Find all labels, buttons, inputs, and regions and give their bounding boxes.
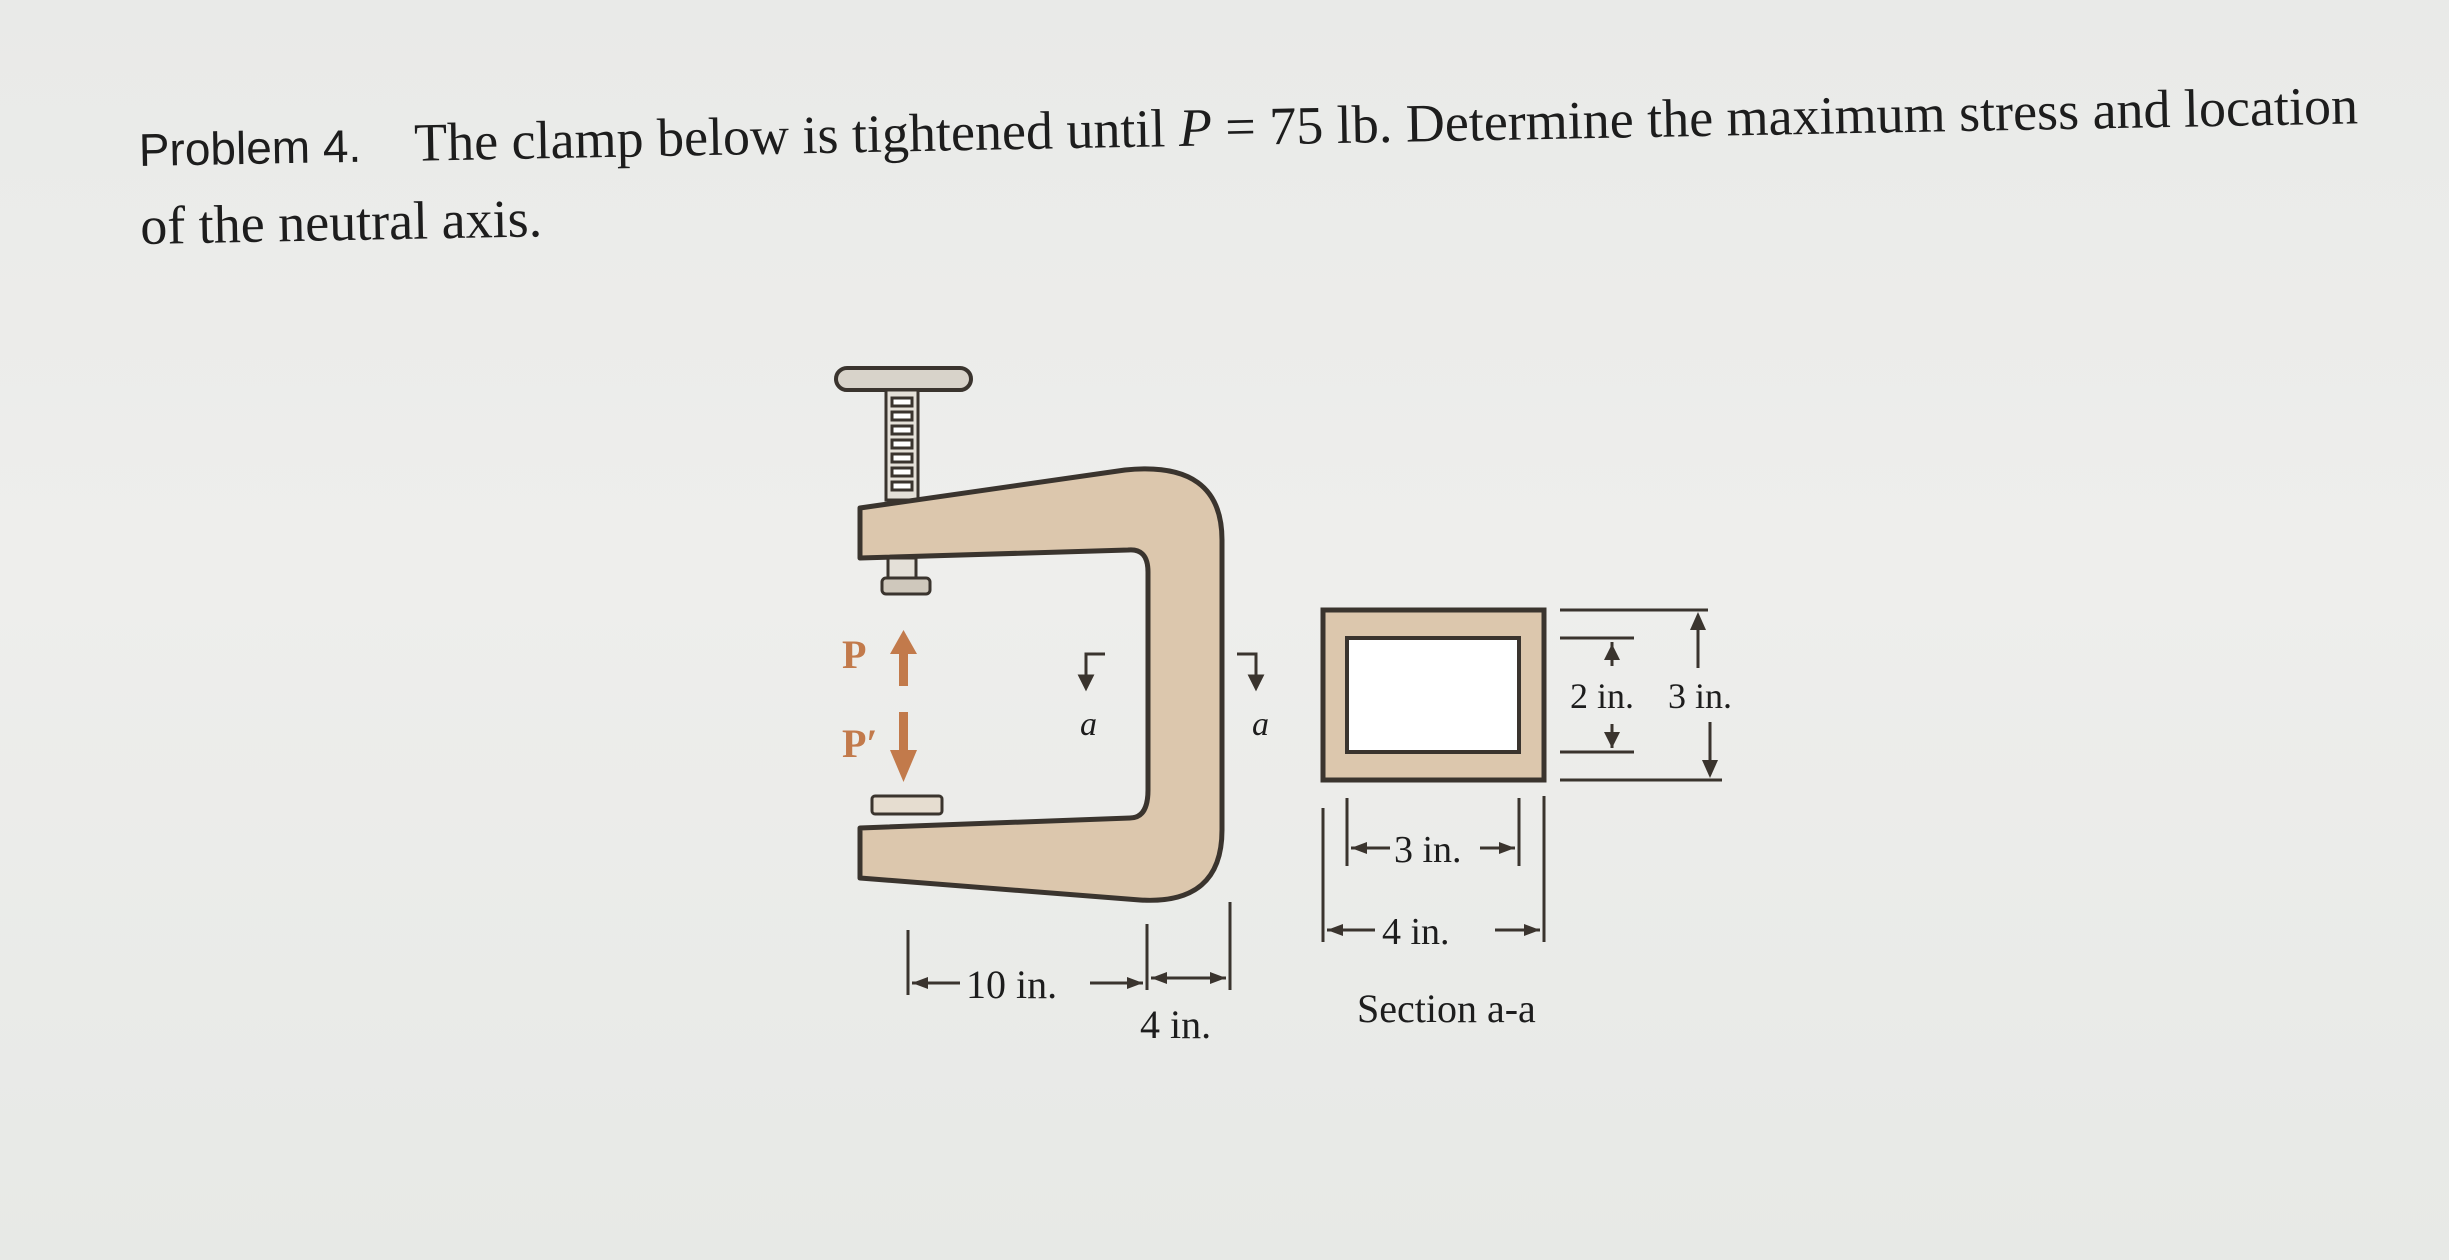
force-arrow-up <box>890 630 917 686</box>
screw-tip <box>880 576 932 596</box>
dimension-10-in: 10 in. <box>966 962 1057 1007</box>
jaw-pad <box>870 794 944 816</box>
section-marker-right <box>1237 652 1265 692</box>
force-label-p: P <box>842 632 866 677</box>
clamp-body <box>857 466 1225 903</box>
dimension-4-in: 4 in. <box>1140 1002 1211 1047</box>
section-caption: Section a-a <box>1357 986 1536 1031</box>
dimension-lines-section <box>1321 608 1722 942</box>
dimension-lines-clamp <box>906 902 1232 995</box>
section-mark-right: a <box>1252 706 1269 743</box>
section-marker-left <box>1077 652 1105 692</box>
force-arrow-down <box>890 712 917 782</box>
section-inner-width: 3 in. <box>1394 829 1462 871</box>
section-outer-height: 3 in. <box>1668 676 1732 716</box>
section-inner-rect <box>1345 636 1521 754</box>
section-inner-height: 2 in. <box>1570 676 1634 716</box>
section-outer-width: 4 in. <box>1382 911 1450 953</box>
force-label-p-prime: P′ <box>842 721 878 766</box>
screw-handle <box>834 366 973 392</box>
section-mark-left: a <box>1080 706 1097 743</box>
